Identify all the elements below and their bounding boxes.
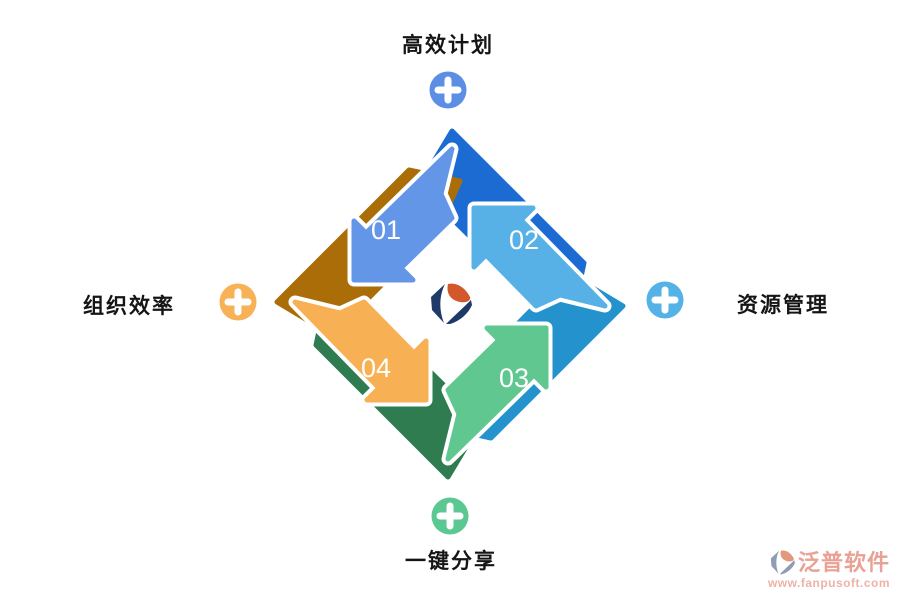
node-label-top: 高效计划 [402,34,494,57]
arrow-02-band [471,205,608,309]
arrow-03-number: 03 [499,363,529,393]
arrow-03-band [445,325,549,462]
plus-icon[interactable] [218,282,258,322]
arrow-01-number: 01 [371,215,401,245]
watermark-row: 泛普软件 [710,549,890,576]
plus-icon[interactable] [428,70,468,110]
plus-icon[interactable] [430,496,470,536]
arrow-bands [288,142,612,466]
node-label-right: 资源管理 [737,294,829,317]
arrow-02-number: 02 [509,225,539,255]
arrow-04-number: 04 [361,353,391,383]
cycle-diagram: 01 02 03 04 [274,128,626,480]
watermark-company-name: 泛普软件 [797,549,890,575]
fanpu-logo-icon [431,283,472,324]
logo-top-leaf [780,550,794,562]
arrow-04-band [292,299,429,403]
logo-top-leaf [447,283,471,303]
node-label-bottom: 一键分享 [405,550,497,573]
logo-left-wing [431,284,445,323]
node-label-left: 组织效率 [83,295,175,318]
watermark-url: www.fanpusoft.com [767,576,890,590]
arrow-numbers: 01 02 03 04 [361,215,539,393]
logo-bottom-wing [446,300,472,324]
arrow-01-band [351,146,455,283]
plus-icon[interactable] [645,280,685,320]
watermark: 泛普软件 www.fanpusoft.com [710,549,890,591]
logo-left-wing [770,550,780,574]
fanpu-logo-icon [770,550,795,575]
logo-bottom-wing [779,560,795,575]
